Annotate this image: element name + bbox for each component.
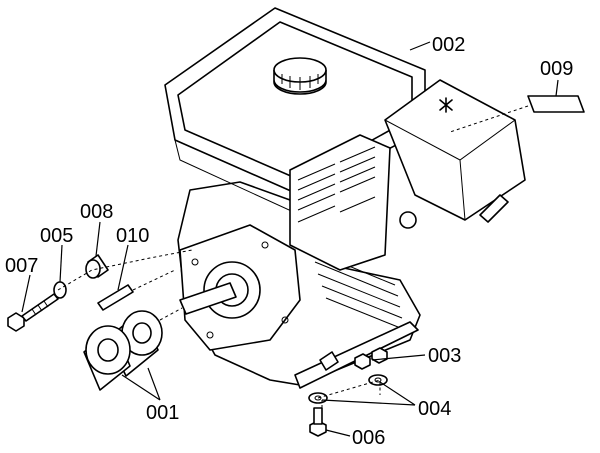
callout-002: 002 (432, 34, 465, 56)
starter-grip-hole (399, 211, 417, 229)
callout-007: 007 (5, 255, 38, 277)
drain-bolt (319, 351, 339, 371)
part-006-short-bolt (309, 407, 327, 437)
callout-008: 008 (80, 201, 113, 223)
callout-001: 001 (146, 402, 179, 424)
recoil-starter-housing (289, 134, 391, 271)
air-cleaner-wing-nut (439, 97, 453, 113)
leader-lines (21, 41, 559, 437)
fuel-cap (273, 57, 327, 95)
starter-vents (297, 146, 376, 223)
part-001-spacer-collars (83, 310, 163, 391)
dash-bottom (317, 379, 381, 408)
callout-006: 006 (352, 427, 385, 449)
engine-assembly-drawing (164, 7, 526, 389)
part-007-long-bolt (7, 293, 59, 332)
base-rail (294, 321, 419, 389)
callout-009: 009 (540, 58, 573, 80)
part-005-lock-washer (53, 281, 67, 299)
callout-004: 004 (418, 398, 451, 420)
callout-003: 003 (428, 345, 461, 367)
dash-left-lower (159, 307, 183, 321)
output-shaft (179, 282, 237, 315)
air-cleaner (384, 79, 526, 221)
part-008-collar (85, 254, 109, 279)
part-009-label-plate (527, 95, 585, 113)
part-010-key (97, 284, 134, 311)
dash-left-upper (57, 249, 193, 291)
dash-009 (449, 105, 529, 133)
callout-005: 005 (40, 225, 73, 247)
callout-010: 010 (116, 225, 149, 247)
spark-plug (479, 194, 509, 223)
dash-key (132, 269, 176, 291)
